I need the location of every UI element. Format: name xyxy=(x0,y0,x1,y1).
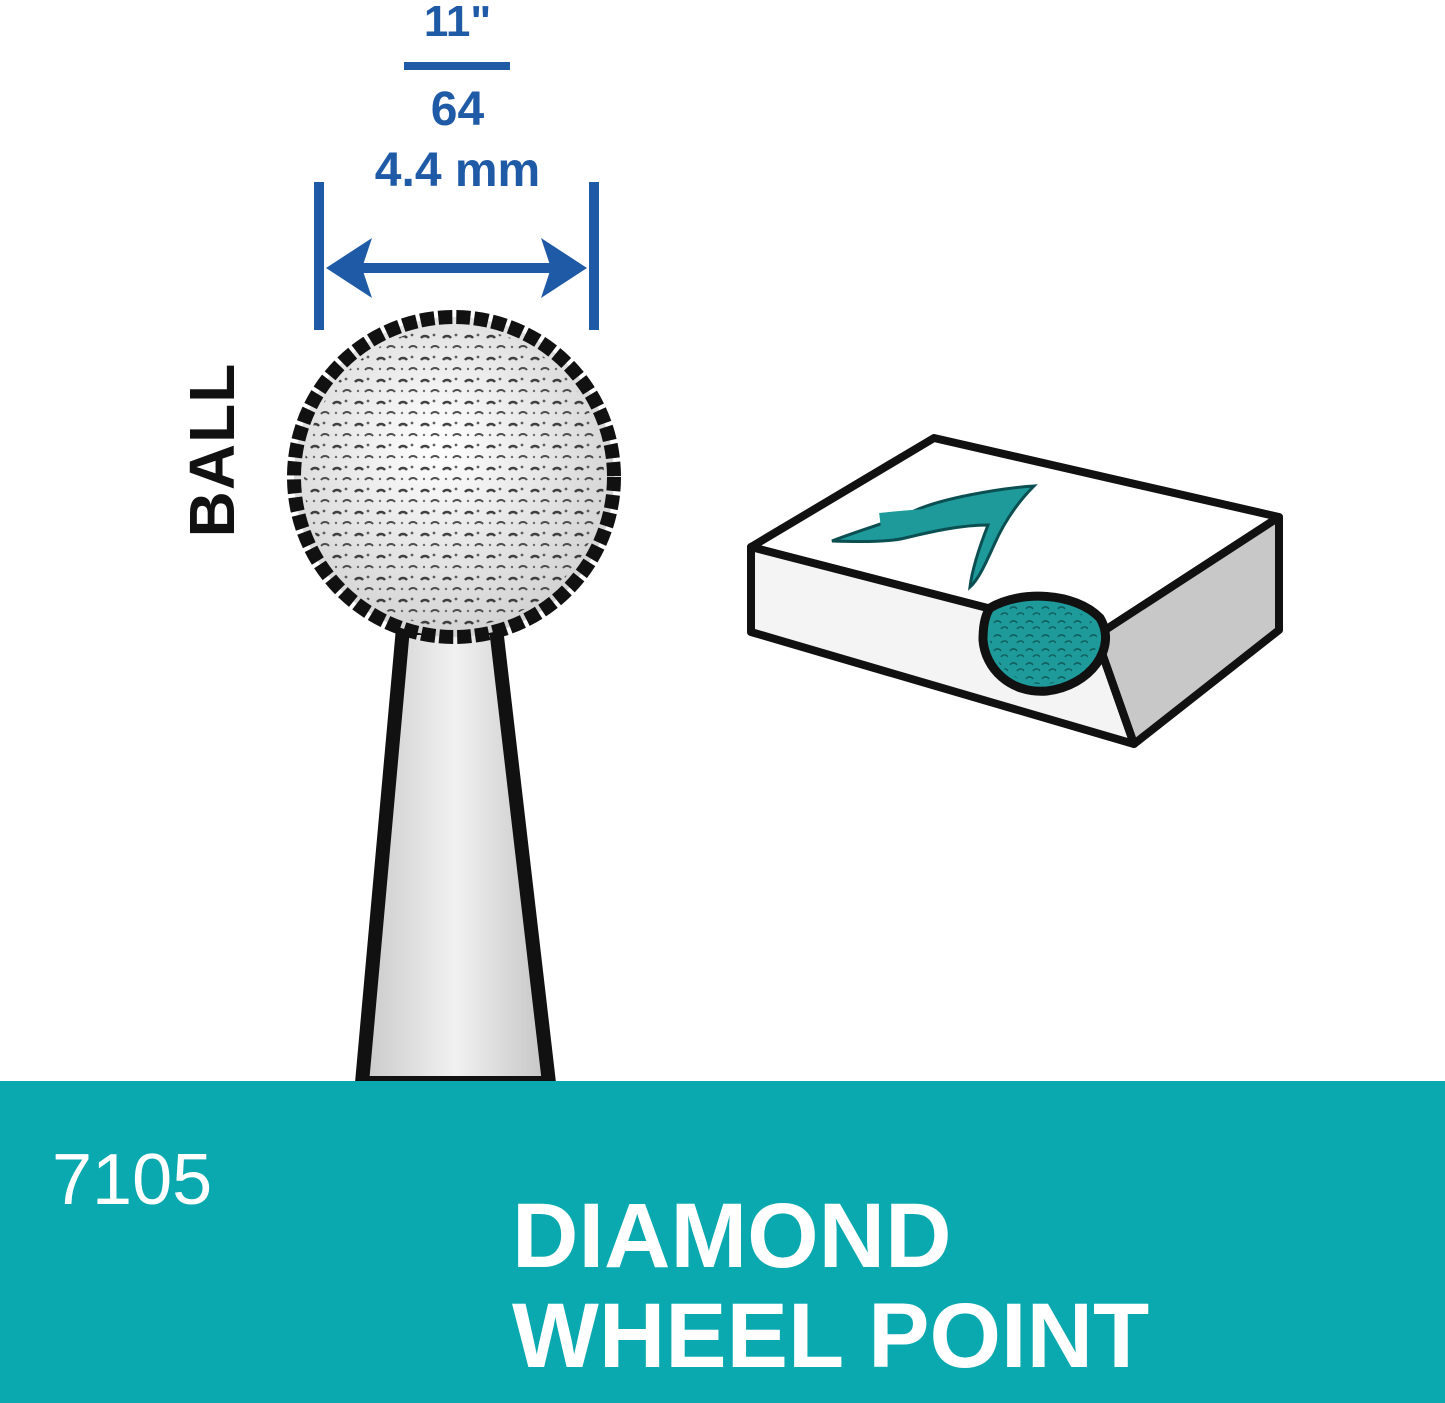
product-title-line-1: DIAMOND xyxy=(512,1185,952,1287)
diamond-ball-icon xyxy=(287,310,621,644)
dimension-fraction-numerator: 11" xyxy=(423,0,492,46)
footer-band xyxy=(0,1081,1445,1403)
fraction-bar xyxy=(404,62,510,70)
shank-icon xyxy=(355,621,556,1090)
part-number: 7105 xyxy=(52,1140,213,1220)
dimension-arrow xyxy=(314,182,599,330)
engraved-block-icon xyxy=(747,434,1283,748)
dimension-fraction-denominator: 64 xyxy=(430,83,485,136)
product-title-line-2: WHEEL POINT xyxy=(512,1285,1150,1387)
shape-label: BALL xyxy=(176,362,248,538)
dimension-metric: 4.4 mm xyxy=(374,144,541,197)
